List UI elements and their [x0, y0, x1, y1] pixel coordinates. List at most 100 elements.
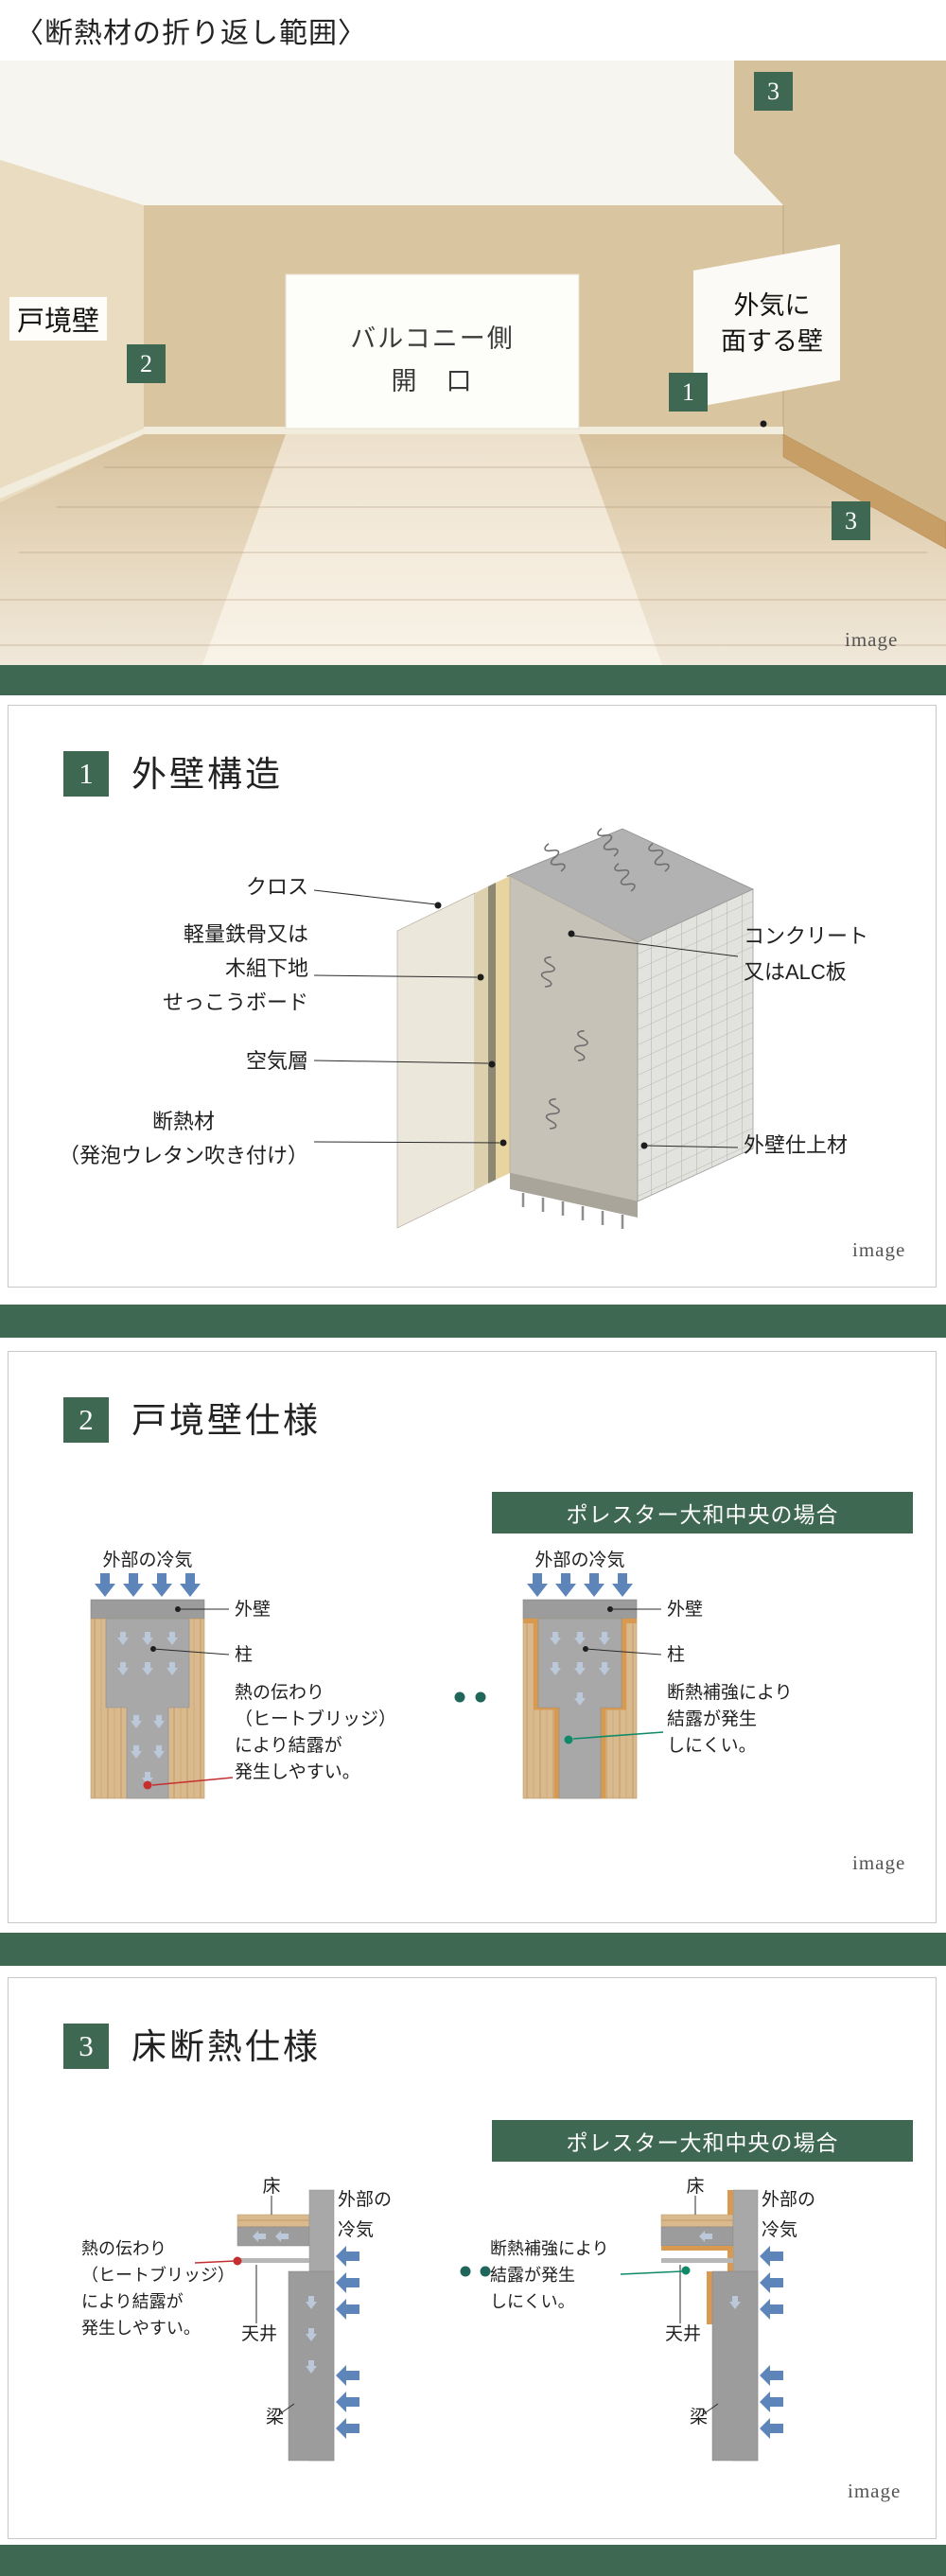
section-3-image-caption: image — [848, 2480, 902, 2502]
section-1-box: 1 外壁構造 — [8, 705, 937, 1288]
condensation-dot-green — [564, 1735, 573, 1744]
floor-slab — [236, 2226, 310, 2247]
note-left-2: （ヒートブリッジ） — [235, 1708, 396, 1729]
condensation-dot-green — [681, 2266, 691, 2275]
air-layer — [488, 883, 496, 1183]
label-air: 空気層 — [246, 1049, 308, 1073]
exterior-wall-label: 外気に 面する壁 — [704, 288, 840, 359]
compare-dots — [460, 2266, 491, 2277]
wall-structure-figure: クロス 軽量鉄骨又は 木組下地 せっこうボード 空気層 断熱材 （発泡ウレタン吹… — [59, 825, 868, 1229]
floor-after-diagram — [660, 2189, 783, 2462]
label-floor-left: 床 — [262, 2176, 280, 2197]
floor-before-diagram — [236, 2189, 359, 2462]
gypsum-board-layer — [475, 886, 488, 1190]
room-badge-3-top: 3 — [754, 72, 793, 111]
balcony-opening-line2: 開 口 — [391, 367, 474, 395]
note-left-4: 発生しやすい。 — [235, 1761, 360, 1782]
label-beam-left: 梁 — [266, 2407, 284, 2427]
note-right-1: 断熱補強により — [667, 1682, 793, 1703]
condensation-leader-green — [572, 1731, 664, 1740]
section-3-badge: 3 — [63, 2024, 109, 2069]
condensation-leader-green — [620, 2270, 683, 2275]
section-2-badge: 2 — [63, 1397, 109, 1443]
divider-bar-3 — [0, 1933, 946, 1966]
exterior-wall-line1: 外気に — [733, 291, 811, 320]
label-concrete-2: 又はALC板 — [744, 960, 847, 984]
label-pillar-right: 柱 — [667, 1644, 685, 1665]
pillar — [105, 1618, 190, 1799]
label-board-2: 木組下地 — [225, 956, 308, 980]
floor-ledge — [782, 433, 946, 550]
label-cold-right-1: 外部の — [762, 2189, 815, 2210]
note3-left-1: 熱の伝わり — [81, 2239, 166, 2258]
section-3-case-header: ポレスター大和中央の場合 — [492, 2120, 913, 2162]
isometric-wall-diagram — [396, 825, 754, 1229]
wall-marker-dot — [760, 420, 767, 428]
label-cold-left-2: 冷気 — [338, 2219, 374, 2240]
label-board-3: せっこうボード — [163, 990, 308, 1014]
section-3-title: 床断熱仕様 — [131, 2028, 321, 2067]
note3-right-3: しにくい。 — [490, 2292, 575, 2311]
label-insulation-1: 断熱材 — [152, 1110, 215, 1133]
room-render — [0, 61, 946, 665]
note3-right-1: 断熱補強により — [490, 2239, 609, 2258]
section-1-image-caption: image — [852, 1238, 906, 1261]
partition-wall-figure: 外部の冷気 外壁 柱 熱の伝わり （ヒートブリッジ） により結露が 発生しやすい… — [90, 1550, 793, 1799]
divider-bar-1 — [0, 665, 946, 695]
divider-bar-4 — [0, 2545, 946, 2576]
ceiling-strip — [237, 2258, 309, 2263]
label-cold-air-left: 外部の冷気 — [102, 1550, 192, 1570]
balcony-opening-line1: バルコニー側 — [350, 324, 515, 353]
label-cloth: クロス — [246, 875, 308, 899]
label-wall-right: 外壁 — [667, 1599, 703, 1620]
floor-slab — [660, 2226, 734, 2247]
condensation-leader-red — [194, 2260, 236, 2264]
section-3-box: 3 床断熱仕様 ポレスター大和中央の場合 — [8, 1977, 937, 2539]
note-left-1: 熱の伝わり — [235, 1682, 324, 1703]
label-beam-right: 梁 — [690, 2407, 708, 2427]
room-badge-3-bottom: 3 — [832, 501, 870, 540]
note-right-3: しにくい。 — [667, 1736, 757, 1756]
floor-planks — [0, 466, 946, 646]
condensation-dot-red — [233, 2256, 242, 2266]
note-right-2: 結露が発生 — [667, 1709, 757, 1729]
beam-leader-left — [277, 2403, 295, 2416]
base-slab — [510, 1173, 638, 1218]
partition-wall-label: 戸境壁 — [9, 297, 108, 341]
baseboard-left — [0, 429, 144, 499]
label-concrete-1: コンクリート — [744, 924, 868, 948]
ceiling-strip — [661, 2258, 733, 2263]
page-title: 〈断熱材の折り返し範囲〉 — [15, 18, 367, 49]
label-insulation-2: （発泡ウレタン吹き付け） — [59, 1144, 308, 1167]
room-image-caption: image — [845, 628, 899, 651]
section-2-image-caption: image — [852, 1851, 906, 1874]
section-2-box: 2 戸境壁仕様 ポレスター大和中央の場合 — [8, 1351, 937, 1923]
baseboard-back — [144, 427, 783, 434]
note3-left-3: により結露が — [81, 2292, 184, 2311]
wood-floor — [660, 2214, 734, 2228]
beam-leader-right — [701, 2403, 719, 2416]
balcony-opening — [285, 273, 580, 429]
label-cold-air-right: 外部の冷気 — [534, 1550, 624, 1570]
cloth-face — [396, 892, 476, 1229]
exterior-wall-line2: 面する壁 — [721, 327, 823, 356]
exterior-wall-panel — [693, 244, 840, 408]
label-board-1: 軽量鉄骨又は — [184, 922, 308, 946]
pillar-leader-left — [152, 1648, 230, 1656]
room-badge-1: 1 — [669, 373, 708, 412]
leader-dots — [434, 902, 648, 1149]
section-2-title: 戸境壁仕様 — [131, 1402, 321, 1441]
section-1-title: 外壁構造 — [131, 756, 283, 795]
partition-after-diagram — [522, 1573, 638, 1799]
leader-lines — [313, 889, 739, 1148]
divider-bar-2 — [0, 1305, 946, 1338]
label-cold-left-1: 外部の — [338, 2189, 392, 2210]
label-ceiling-left: 天井 — [241, 2323, 277, 2344]
pillar — [537, 1618, 622, 1799]
note-left-3: により結露が — [235, 1735, 342, 1756]
label-cold-right-2: 冷気 — [762, 2219, 797, 2240]
room-illustration: 戸境壁 2 バルコニー側 開 口 外気に 面する壁 1 3 3 image — [0, 61, 946, 665]
exterior-finish-grid — [638, 889, 753, 1201]
note3-right-2: 結露が発生 — [490, 2266, 575, 2285]
